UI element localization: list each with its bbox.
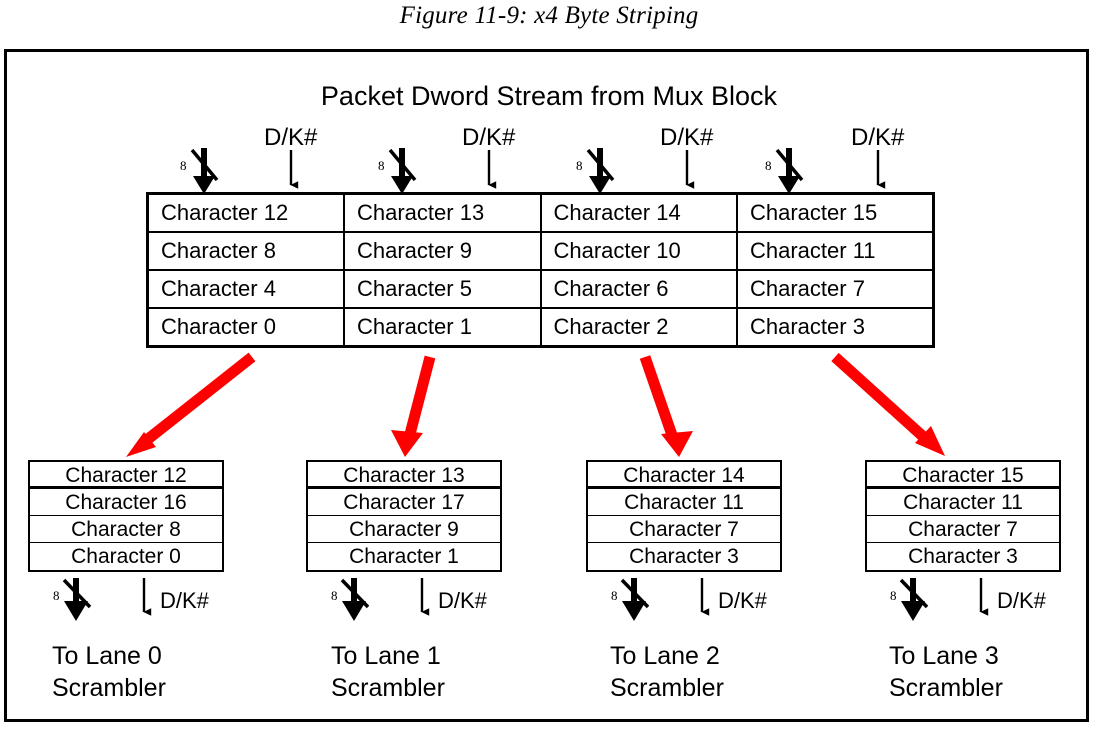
lane-row: Character 16 — [30, 489, 222, 516]
lane-row: Character 17 — [308, 489, 500, 516]
dword-cell: Character 0 — [146, 307, 345, 348]
lane-row: Character 14 — [588, 462, 780, 489]
bus-width-label-top-0: 8 — [180, 158, 187, 173]
dword-cell: Character 13 — [343, 192, 542, 233]
lane-row: Character 9 — [308, 516, 500, 543]
dword-cell: Character 7 — [736, 269, 935, 309]
dword-cell: Character 12 — [146, 192, 345, 233]
dword-cell: Character 10 — [539, 231, 738, 271]
dk-label-lane-3: D/K# — [997, 588, 1046, 613]
bus-width-label-bottom-1: 8 — [331, 588, 338, 603]
dword-cell: Character 15 — [736, 192, 935, 233]
dk-label-1: D/K# — [462, 124, 516, 151]
figure-frame — [4, 49, 1089, 722]
dk-label-2: D/K# — [660, 124, 714, 151]
lane-caption-line2: Scrambler — [331, 674, 445, 702]
stream-heading: Packet Dword Stream from Mux Block — [320, 81, 778, 111]
bus-width-label-bottom-0: 8 — [53, 588, 60, 603]
dword-cell: Character 5 — [343, 269, 542, 309]
dword-cell: Character 11 — [736, 231, 935, 271]
dword-table-body: Character 12 Character 13 Character 14 C… — [146, 192, 935, 348]
bus-width-label-bottom-2: 8 — [611, 588, 618, 603]
lane-row: Character 1 — [308, 543, 500, 570]
lane-caption-1: To Lane 1 Scrambler — [331, 640, 541, 704]
lane-caption-0: To Lane 0 Scrambler — [52, 640, 262, 704]
dword-cell: Character 14 — [539, 192, 738, 233]
lane-box-3: Character 15 Character 11 Character 7 Ch… — [865, 460, 1061, 572]
lane-row: Character 0 — [30, 543, 222, 570]
lane-caption-line1: To Lane 3 — [889, 642, 999, 670]
dword-cell: Character 1 — [343, 307, 542, 348]
lane-row: Character 7 — [867, 516, 1059, 543]
dword-cell: Character 6 — [539, 269, 738, 309]
dword-cell: Character 9 — [343, 231, 542, 271]
table-row: Character 4 Character 5 Character 6 Char… — [146, 269, 935, 309]
lane-row: Character 7 — [588, 516, 780, 543]
lane-row: Character 12 — [30, 462, 222, 489]
lane-caption-line1: To Lane 1 — [331, 642, 441, 670]
lane-caption-line1: To Lane 2 — [610, 642, 720, 670]
table-row: Character 12 Character 13 Character 14 C… — [146, 192, 935, 233]
lane-row: Character 3 — [867, 543, 1059, 570]
lane-row: Character 11 — [867, 489, 1059, 516]
lane-caption-3: To Lane 3 Scrambler — [889, 640, 1098, 704]
lane-row: Character 3 — [588, 543, 780, 570]
dword-cell: Character 2 — [539, 307, 738, 348]
lane-caption-line1: To Lane 0 — [52, 642, 162, 670]
dword-cell: Character 8 — [146, 231, 345, 271]
packet-dword-table: Character 12 Character 13 Character 14 C… — [146, 192, 935, 348]
lane-caption-line2: Scrambler — [889, 674, 1003, 702]
table-row: Character 8 Character 9 Character 10 Cha… — [146, 231, 935, 271]
lane-caption-2: To Lane 2 Scrambler — [610, 640, 820, 704]
lane-row: Character 15 — [867, 462, 1059, 489]
dk-label-lane-1: D/K# — [438, 588, 487, 613]
dk-label-3: D/K# — [851, 124, 905, 151]
lane-box-0: Character 12 Character 16 Character 8 Ch… — [28, 460, 224, 572]
bus-width-label-top-1: 8 — [378, 158, 385, 173]
table-row: Character 0 Character 1 Character 2 Char… — [146, 307, 935, 348]
figure-caption: Figure 11-9: x4 Byte Striping — [399, 2, 699, 29]
dword-cell: Character 3 — [736, 307, 935, 348]
dword-cell: Character 4 — [146, 269, 345, 309]
lane-row: Character 13 — [308, 462, 500, 489]
bus-width-label-top-3: 8 — [765, 158, 772, 173]
lane-row: Character 8 — [30, 516, 222, 543]
bus-width-label-top-2: 8 — [576, 158, 583, 173]
lane-box-2: Character 14 Character 11 Character 7 Ch… — [586, 460, 782, 572]
lane-caption-line2: Scrambler — [52, 674, 166, 702]
lane-caption-line2: Scrambler — [610, 674, 724, 702]
dk-label-lane-0: D/K# — [160, 588, 209, 613]
dk-label-lane-2: D/K# — [718, 588, 767, 613]
lane-row: Character 11 — [588, 489, 780, 516]
lane-box-1: Character 13 Character 17 Character 9 Ch… — [306, 460, 502, 572]
dk-label-0: D/K# — [264, 124, 318, 151]
bus-width-label-bottom-3: 8 — [890, 588, 897, 603]
